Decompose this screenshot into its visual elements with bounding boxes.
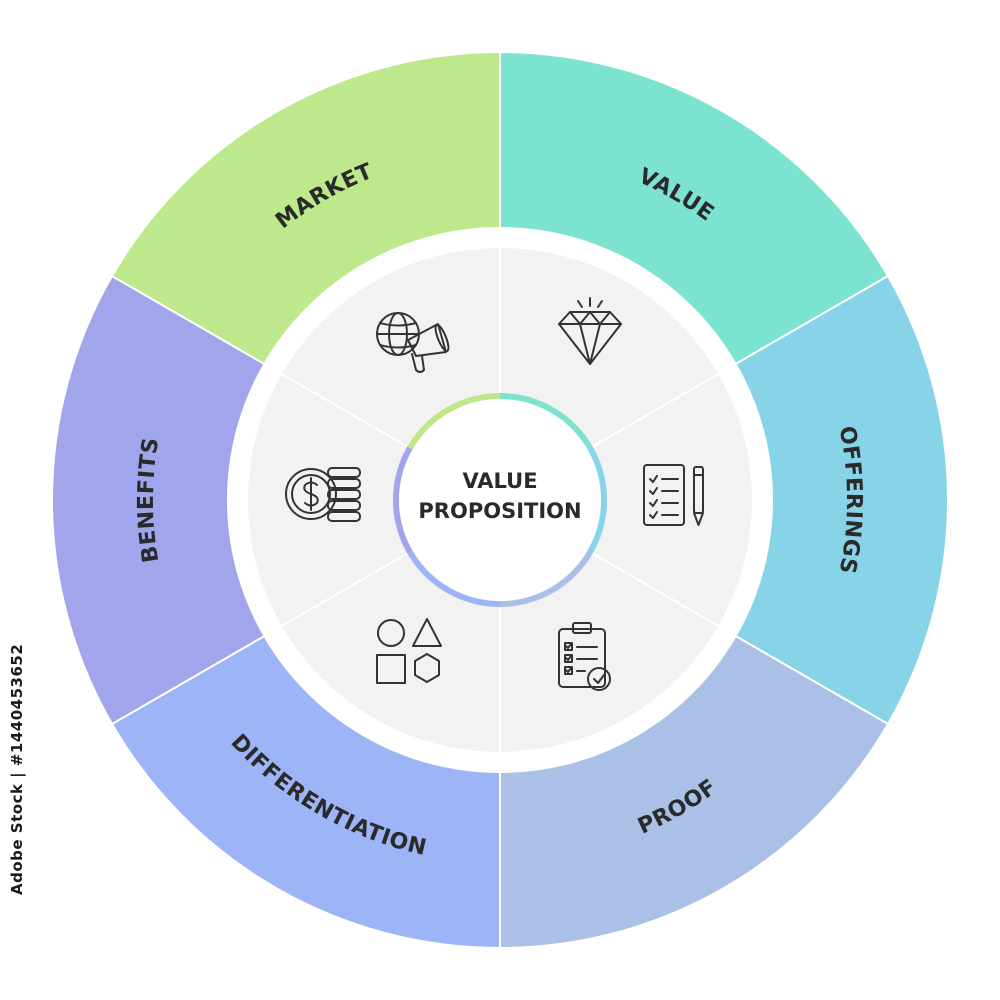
segment-market <box>110 50 501 366</box>
center-ring-arc <box>407 393 501 450</box>
segment-offerings <box>734 274 949 726</box>
side-watermark-text: Adobe Stock | #1440453652 <box>8 643 26 895</box>
center-gradient-ring <box>393 393 607 607</box>
segment-differentiation <box>110 634 501 950</box>
center-title-line1: VALUE <box>462 469 537 493</box>
shapes-icon <box>376 618 442 684</box>
inner-divider-line <box>592 373 719 448</box>
inner-divider-line <box>592 552 719 627</box>
globe-megaphone-icon <box>376 312 450 373</box>
segment-proof <box>499 634 890 950</box>
document-pencil-icon <box>643 464 704 526</box>
center-disc <box>399 399 601 601</box>
center-ring-arc <box>499 393 593 450</box>
center-title-line2: PROPOSITION <box>418 499 581 523</box>
center-ring-arc <box>393 446 413 554</box>
clipboard-checklist-icon <box>558 622 611 691</box>
inner-dividers <box>281 248 719 752</box>
center-ring-arc <box>587 446 607 554</box>
segment-benefits <box>51 274 266 726</box>
inner-divider-line <box>281 552 408 627</box>
segment-value <box>499 50 890 366</box>
coins-dollar-icon <box>285 467 361 522</box>
diamond-icon <box>558 297 622 365</box>
center-ring-arc <box>499 550 593 607</box>
inner-divider-line <box>281 373 408 448</box>
center-ring-arc <box>407 550 501 607</box>
label-benefits: BENEFITS <box>134 436 164 565</box>
